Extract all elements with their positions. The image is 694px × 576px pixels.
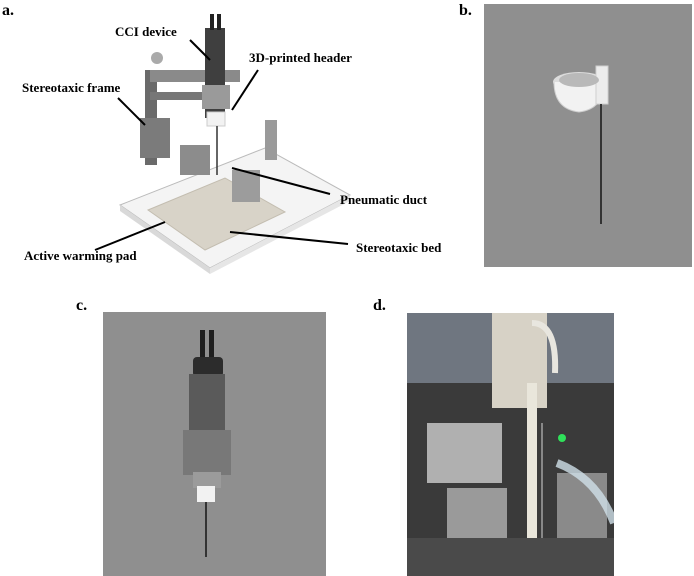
- label-cci-device: CCI device: [115, 24, 177, 39]
- label-stereotaxic-bed: Stereotaxic bed: [356, 240, 442, 255]
- panel-c-render: [103, 312, 326, 576]
- label-3d-printed-header: 3D-printed header: [249, 50, 352, 65]
- panel-b-render: [484, 4, 692, 267]
- panel-d-photo: [407, 313, 614, 576]
- label-stereotaxic-frame: Stereotaxic frame: [22, 80, 121, 95]
- label-pneumatic-duct: Pneumatic duct: [340, 192, 428, 207]
- label-active-warming-pad: Active warming pad: [24, 248, 137, 263]
- panel-b-letter: b.: [459, 2, 472, 19]
- panel-a-letter: a.: [2, 2, 14, 19]
- panel-c-letter: c.: [76, 297, 88, 314]
- panel-a-illustration: [0, 0, 470, 280]
- panel-d-letter: d.: [373, 297, 386, 314]
